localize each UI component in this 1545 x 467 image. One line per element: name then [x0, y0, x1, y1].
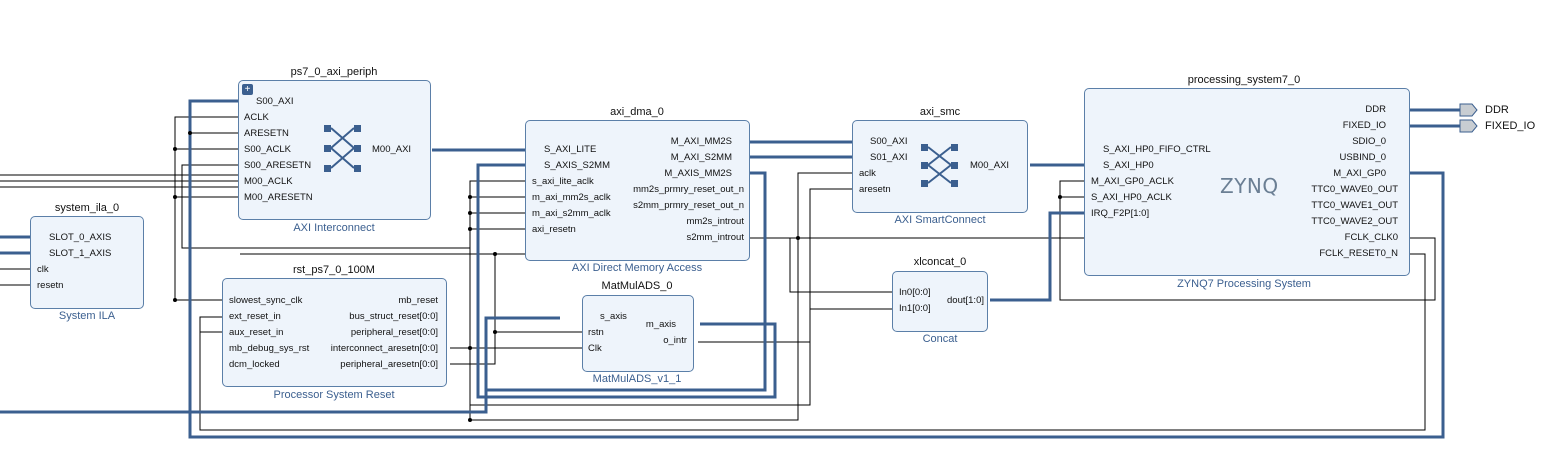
- matmul-subtitle: MatMulADS_v1_1: [592, 373, 682, 385]
- matmul-pin: s_axis: [600, 311, 627, 322]
- axi-dma-pin: S_AXI_LITE: [544, 144, 597, 155]
- axi-dma-subtitle: AXI Direct Memory Access: [571, 262, 703, 274]
- axi-periph-pin: ARESETN: [244, 128, 289, 139]
- ps7-pin: SDIO_0: [1352, 136, 1386, 147]
- ps7-pin: FIXED_IO: [1342, 120, 1386, 131]
- ps7-pin: M_AXI_GP0: [1333, 168, 1386, 179]
- axi-dma-pin: M_AXIS_MM2S: [664, 168, 732, 179]
- concat-pin: dout[1:0]: [947, 295, 984, 306]
- crossbar-icon: [324, 125, 361, 172]
- axi-smartconnect-block[interactable]: [852, 120, 1028, 213]
- crossbar-icon: [921, 144, 958, 187]
- concat-pin: In1[0:0]: [899, 303, 931, 314]
- axi-dma-pin: S_AXIS_S2MM: [544, 160, 610, 171]
- system-ila-instance-name: system_ila_0: [54, 202, 120, 214]
- axi-periph-pin: M00_ACLK: [244, 176, 293, 187]
- axi-smc-pin: M00_AXI: [970, 160, 1010, 171]
- rst-pin: interconnect_aresetn[0:0]: [330, 343, 438, 354]
- rst-instance-name: rst_ps7_0_100M: [293, 264, 375, 276]
- system-ila-pin: SLOT_1_AXIS: [49, 248, 112, 259]
- rst-pin: peripheral_aresetn[0:0]: [340, 359, 438, 370]
- axi-periph-pin: S00_AXI: [256, 96, 294, 107]
- axi-smc-pin: aclk: [859, 168, 876, 179]
- rst-pin: mb_debug_sys_rst: [229, 343, 310, 354]
- axi-dma-instance-name: axi_dma_0: [610, 106, 664, 118]
- axi-dma-pin: s2mm_introut: [686, 232, 744, 243]
- axi-smc-subtitle: AXI SmartConnect: [894, 214, 986, 226]
- axi-smc-pin: S01_AXI: [870, 152, 908, 163]
- ps7-pin: S_AXI_HP0_ACLK: [1091, 192, 1172, 203]
- concat-subtitle: Concat: [922, 333, 958, 345]
- axi-smc-pin: S00_AXI: [870, 136, 908, 147]
- system-ila-pin: clk: [37, 264, 49, 275]
- system-ila-pin: resetn: [37, 280, 64, 291]
- ps7-pin: M_AXI_GP0_ACLK: [1091, 176, 1174, 187]
- axi-dma-pin: M_AXI_S2MM: [670, 152, 732, 163]
- axi-dma-block[interactable]: [525, 120, 750, 261]
- zynq-processing-system-block[interactable]: [1084, 88, 1410, 276]
- ps7-pin: USBIND_0: [1339, 152, 1386, 163]
- ps7-pin: TTC0_WAVE2_OUT: [1311, 216, 1398, 227]
- axi-dma-pin: mm2s_introut: [686, 216, 744, 227]
- ddr-external-port[interactable]: DDR: [1485, 104, 1509, 116]
- processor-system-reset-block[interactable]: [222, 278, 447, 387]
- ps7-pin: IRQ_F2P[1:0]: [1091, 208, 1150, 219]
- expand-icon[interactable]: +: [242, 84, 253, 95]
- rst-pin: bus_struct_reset[0:0]: [349, 311, 438, 322]
- axi-dma-pin: s_axi_lite_aclk: [532, 176, 594, 187]
- matmul-pin: o_intr: [663, 335, 687, 346]
- axi-periph-instance-name: ps7_0_axi_periph: [290, 66, 378, 78]
- axi-dma-pin: M_AXI_MM2S: [670, 136, 732, 147]
- rst-subtitle: Processor System Reset: [273, 389, 395, 401]
- rst-pin: dcm_locked: [229, 359, 280, 370]
- axi-periph-pin: ACLK: [244, 112, 269, 123]
- zynq-logo: ZYNQ: [1220, 174, 1279, 198]
- system-ila-pin: SLOT_0_AXIS: [49, 232, 112, 243]
- axi-periph-subtitle: AXI Interconnect: [293, 222, 375, 234]
- xlconcat-instance-name: xlconcat_0: [913, 256, 967, 268]
- matmul-pin: m_axis: [645, 319, 676, 330]
- axi-smc-instance-name: axi_smc: [919, 106, 961, 118]
- concat-pin: In0[0:0]: [899, 287, 931, 298]
- ps7-pin: TTC0_WAVE1_OUT: [1311, 200, 1398, 211]
- ps7-pin: S_AXI_HP0_FIFO_CTRL: [1103, 144, 1211, 155]
- rst-pin: mb_reset: [398, 295, 438, 306]
- concat-block[interactable]: [892, 271, 988, 332]
- ps7-pin: DDR: [1365, 104, 1386, 115]
- axi-periph-pin: M00_AXI: [372, 144, 412, 155]
- axi-periph-pin: S00_ARESETN: [244, 160, 312, 171]
- rst-pin: slowest_sync_clk: [229, 295, 303, 306]
- matmul-instance-name: MatMulADS_0: [601, 280, 673, 292]
- ps7-subtitle: ZYNQ7 Processing System: [1177, 278, 1311, 290]
- rst-pin: peripheral_reset[0:0]: [350, 327, 438, 338]
- rst-pin: aux_reset_in: [229, 327, 284, 338]
- ps7-pin: TTC0_WAVE0_OUT: [1311, 184, 1398, 195]
- axi-periph-pin: S00_ACLK: [244, 144, 292, 155]
- axi-dma-pin: m_axi_s2mm_aclk: [532, 208, 611, 219]
- axi-dma-pin: s2mm_prmry_reset_out_n: [633, 200, 744, 211]
- fixed-io-external-port[interactable]: FIXED_IO: [1485, 120, 1536, 132]
- rst-pin: ext_reset_in: [229, 311, 281, 322]
- axi-periph-pin: M00_ARESETN: [244, 192, 313, 203]
- ps7-pin: S_AXI_HP0: [1103, 160, 1154, 171]
- ps7-instance-name: processing_system7_0: [1187, 74, 1301, 86]
- axi-dma-pin: axi_resetn: [532, 224, 576, 235]
- matmul-block[interactable]: [582, 295, 694, 372]
- system-ila-block[interactable]: [30, 216, 144, 309]
- matmul-pin: Clk: [588, 343, 602, 354]
- ps7-pin: FCLK_CLK0: [1344, 232, 1398, 243]
- ps7-pin: FCLK_RESET0_N: [1319, 248, 1398, 259]
- axi-dma-pin: mm2s_prmry_reset_out_n: [633, 184, 744, 195]
- system-ila-subtitle: System ILA: [58, 310, 116, 322]
- axi-smc-pin: aresetn: [859, 184, 891, 195]
- axi-dma-pin: m_axi_mm2s_aclk: [532, 192, 611, 203]
- matmul-pin: rstn: [588, 327, 604, 338]
